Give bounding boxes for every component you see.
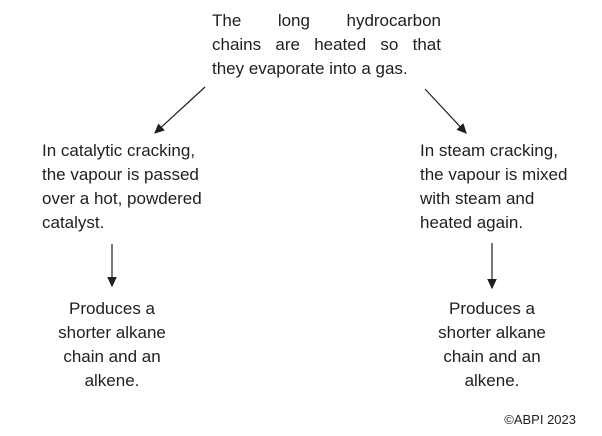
steam-line: In steam cracking, — [420, 141, 558, 160]
steam-result-line: chain and an — [443, 347, 541, 366]
top-statement-line: they evaporate into a gas. — [212, 59, 408, 78]
steam-line: with steam and — [420, 189, 535, 208]
arrow-top-to-catalytic-icon — [154, 86, 206, 134]
steam-result-line: Produces a — [449, 299, 535, 318]
copyright-text: ©ABPI 2023 — [504, 412, 576, 427]
catalytic-line: In catalytic cracking, — [42, 141, 196, 160]
steam-line: the vapour is mixed — [420, 165, 568, 184]
arrow-top-to-steam-icon — [424, 88, 467, 134]
steam-result-line: alkene. — [464, 371, 520, 390]
catalytic-result-line: shorter alkane — [58, 323, 166, 342]
steam-result-line: shorter alkane — [438, 323, 546, 342]
steam-result-box: Produces a shorter alkane chain and an a… — [417, 297, 567, 393]
catalytic-result-line: Produces a — [69, 299, 155, 318]
catalytic-line: the vapour is passed — [42, 165, 199, 184]
catalytic-result-line: alkene. — [84, 371, 140, 390]
steam-line: heated again. — [420, 213, 524, 232]
catalytic-cracking-box: In catalytic cracking, the vapour is pas… — [42, 139, 234, 235]
top-statement-line: chains are heated so that — [212, 35, 441, 54]
catalytic-line: catalyst. — [42, 213, 105, 232]
steam-cracking-box: In steam cracking, the vapour is mixed w… — [420, 139, 600, 235]
top-statement-box: The long hydrocarbon chains are heated s… — [212, 9, 441, 81]
top-statement-line: The long hydrocarbon — [212, 11, 441, 30]
catalytic-result-line: chain and an — [63, 347, 161, 366]
catalytic-line: over a hot, powdered — [42, 189, 202, 208]
catalytic-result-box: Produces a shorter alkane chain and an a… — [37, 297, 187, 393]
